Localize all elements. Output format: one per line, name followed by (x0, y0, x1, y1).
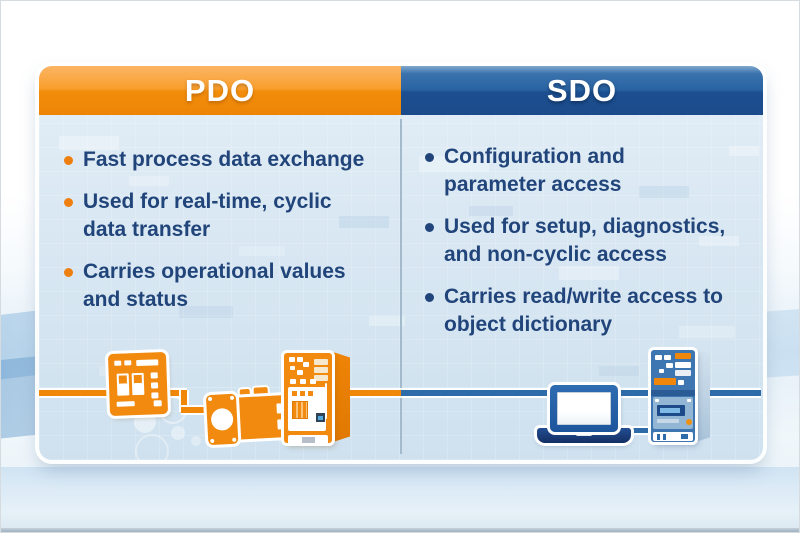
bullet-dot (425, 223, 434, 232)
bullet-item: Carries read/write access to object dict… (425, 283, 757, 339)
background-wave (1, 467, 799, 513)
slide-bottom-edge (1, 528, 799, 532)
bullet-dot (425, 293, 434, 302)
bullet-dot (64, 268, 73, 277)
sdo-bullet-list: Configuration and parameter access Used … (401, 115, 763, 339)
pdo-header: PDO (39, 66, 401, 115)
pdo-panel: Fast process data exchange Used for real… (39, 115, 401, 460)
sdo-panel: Configuration and parameter access Used … (401, 115, 763, 460)
bullet-dot (64, 156, 73, 165)
sdo-header: SDO (401, 66, 763, 115)
bullet-text: Carries operational values and status (83, 260, 346, 311)
bullet-item: Carries operational values and status (64, 258, 393, 314)
bullet-text: Carries read/write access to object dict… (444, 285, 723, 336)
bullet-item: Fast process data exchange (64, 146, 393, 174)
comparison-card: PDO SDO Fast process data exchange Used … (39, 66, 763, 460)
bullet-item: Used for real-time, cyclic data transfer (64, 188, 393, 244)
pdo-title: PDO (184, 72, 256, 108)
bullet-text: Configuration and parameter access (444, 145, 625, 196)
bullet-dot (425, 153, 434, 162)
sdo-title: SDO (546, 72, 618, 108)
card-body: Fast process data exchange Used for real… (39, 115, 763, 460)
bullet-item: Used for setup, diagnostics, and non-cyc… (425, 213, 757, 269)
bullet-text: Used for setup, diagnostics, and non-cyc… (444, 215, 726, 266)
bullet-text: Used for real-time, cyclic data transfer (83, 190, 332, 241)
bullet-text: Fast process data exchange (83, 148, 365, 171)
bullet-item: Configuration and parameter access (425, 143, 757, 199)
pdo-bullet-list: Fast process data exchange Used for real… (39, 115, 401, 314)
card-headers: PDO SDO (39, 66, 763, 115)
bullet-dot (64, 198, 73, 207)
